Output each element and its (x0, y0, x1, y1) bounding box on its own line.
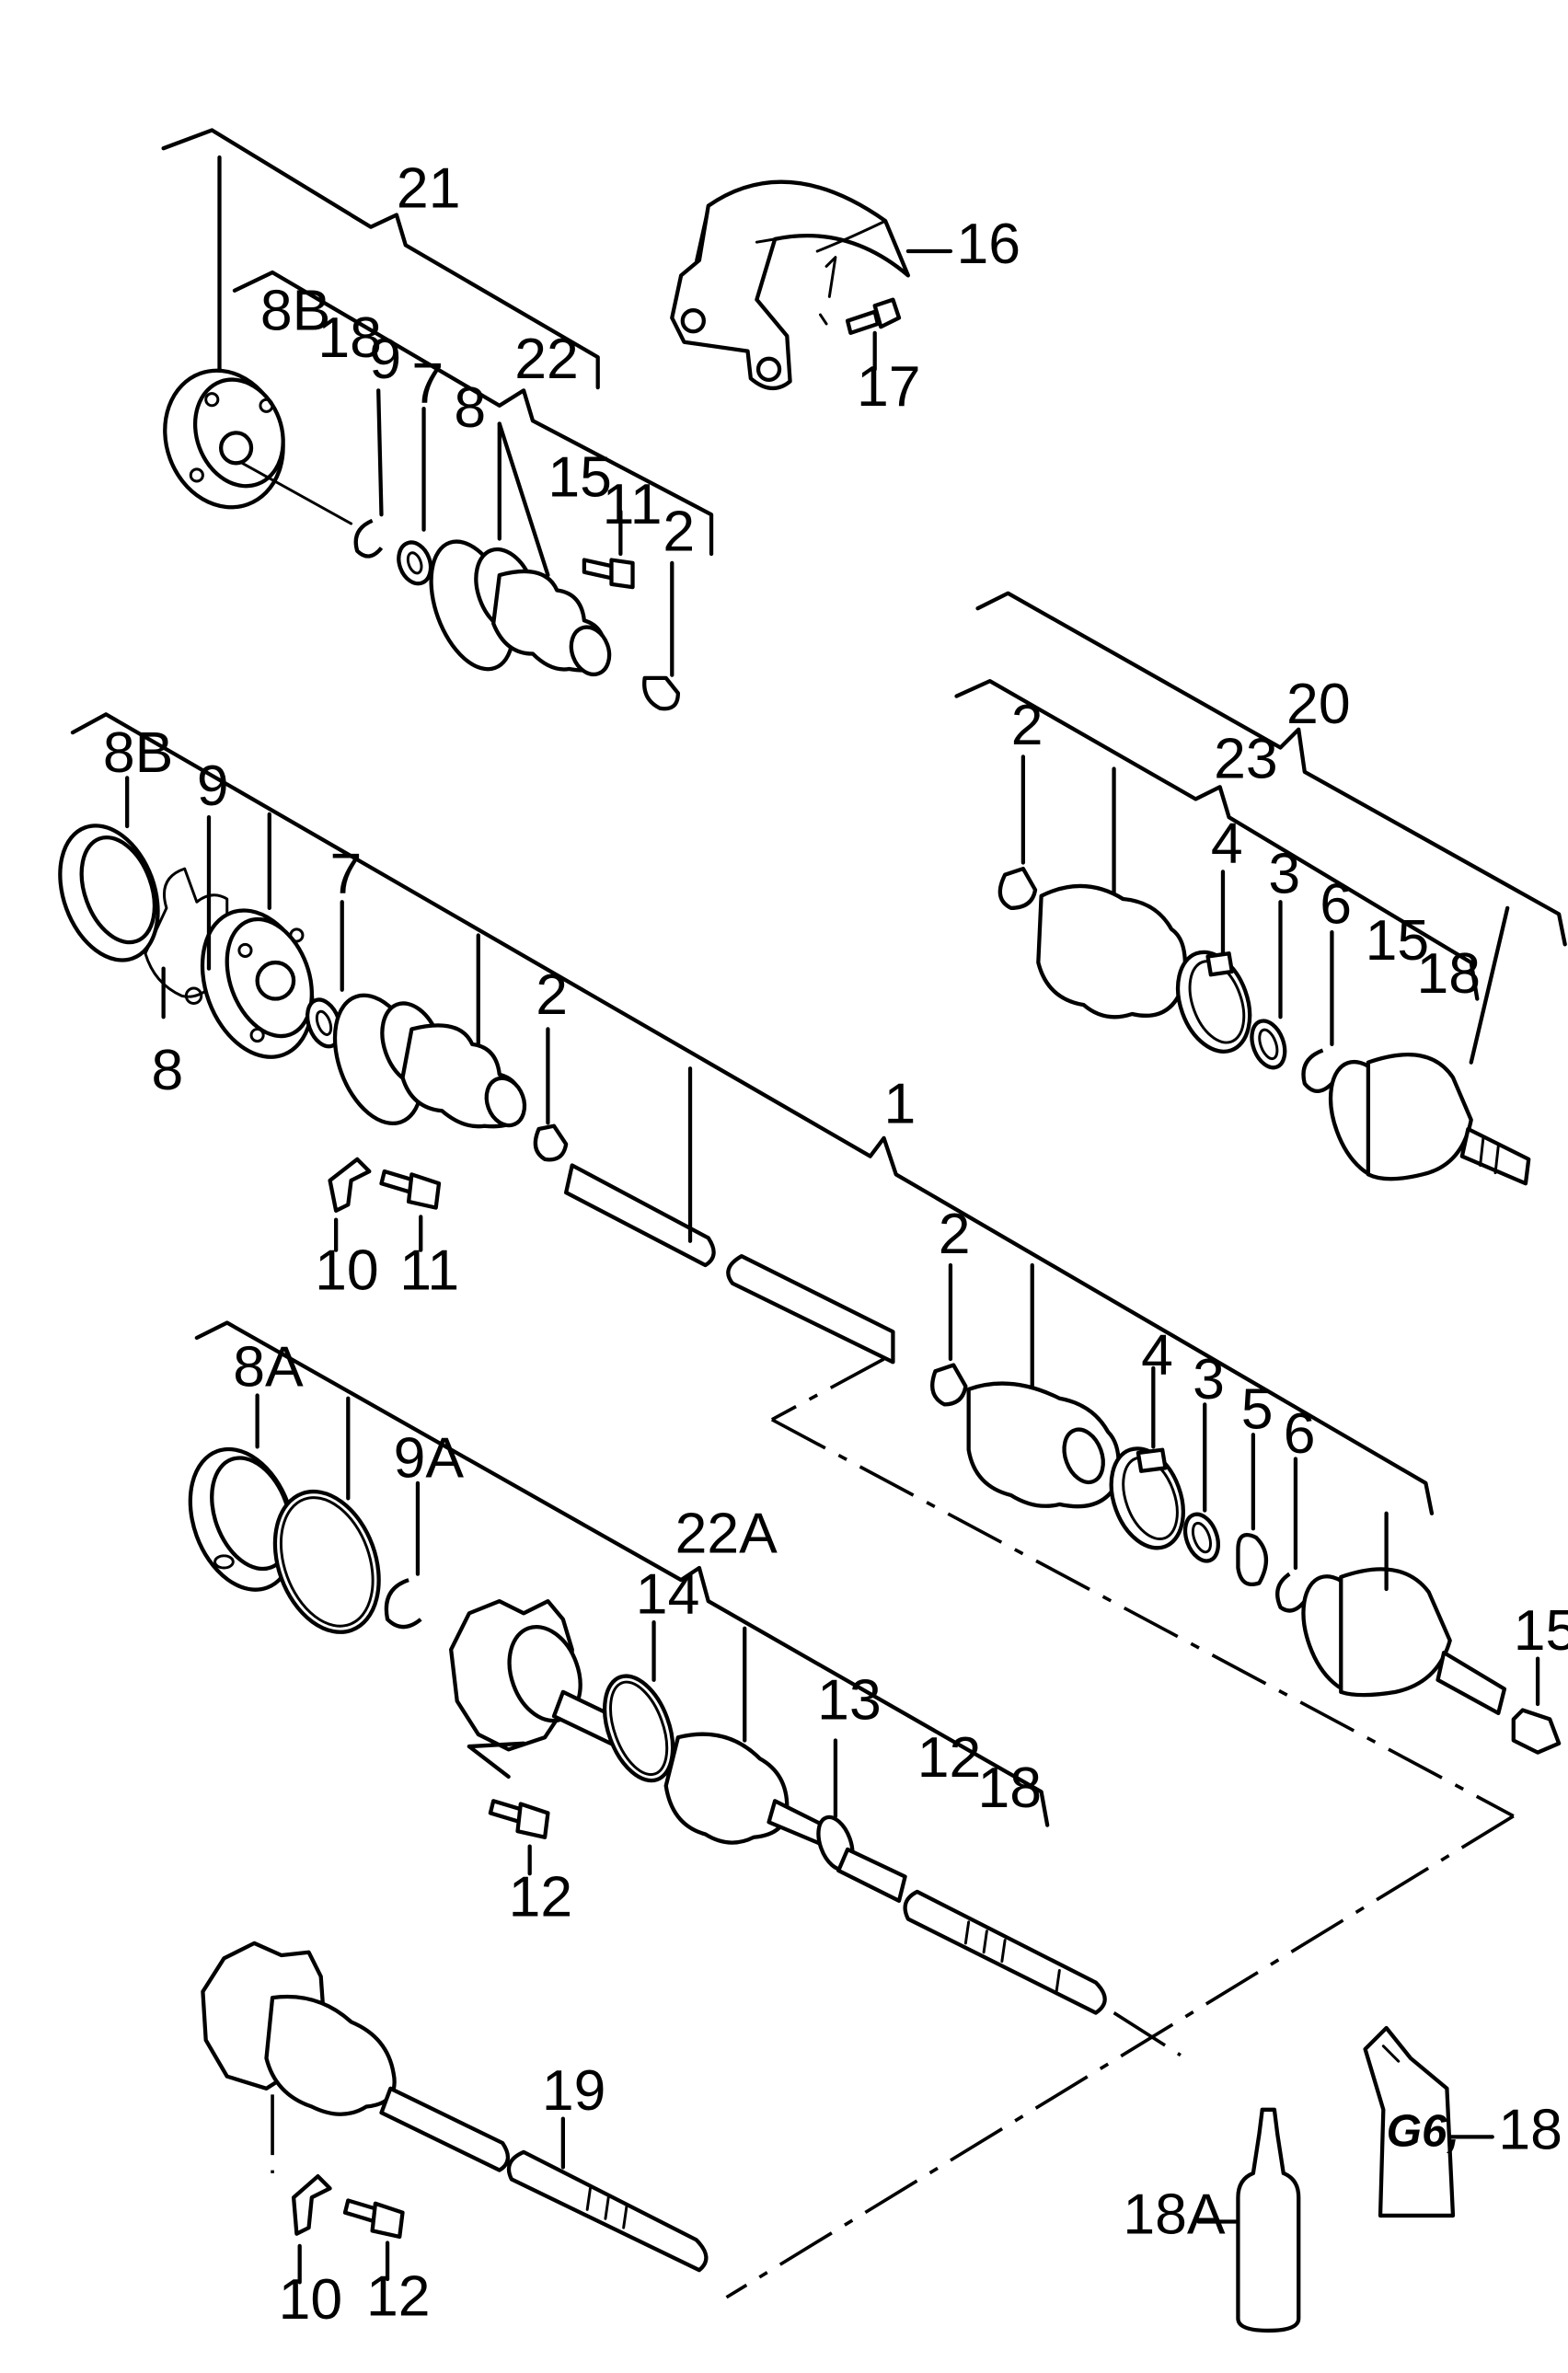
boot-part-23 (1036, 766, 1187, 1019)
group-bracket-21 (161, 128, 600, 390)
damper-part-13 (816, 1738, 907, 1903)
callout-1: 1 (884, 1071, 917, 1135)
boot-22a (663, 1626, 832, 1849)
callout-labels: 21 16 8B 18 9 22 7 17 8 15 11 2 20 2 8B … (103, 156, 1568, 2331)
callout-12-b: 12 (509, 1864, 573, 1929)
callout-10-bottom: 10 (279, 2267, 343, 2332)
outer-cv-joint-right (1328, 905, 1531, 1186)
inner-joint-bottom (201, 1941, 510, 2173)
outer-cv-joint-lower (1301, 1511, 1562, 1755)
callout-9-mid: 9 (197, 754, 229, 818)
bolt-part-11-mid (379, 1169, 442, 1252)
callout-20: 20 (1286, 672, 1351, 736)
callout-8b-top: 8B (260, 279, 330, 343)
callout-4-lower: 4 (1141, 1322, 1173, 1387)
seal-ring-part-8b (58, 776, 160, 962)
callout-17: 17 (857, 354, 921, 419)
tube-part-18 (1363, 2025, 1494, 2218)
callout-3-right: 3 (1268, 841, 1300, 905)
callout-9-top: 9 (369, 327, 401, 391)
group-bracket-22a (194, 1320, 1050, 1827)
clamp-part-4-lower (1109, 1365, 1185, 1550)
callout-10-mid: 10 (315, 1238, 379, 1302)
flange-part-21 (163, 368, 353, 525)
callout-18a-bottle: 18A (1123, 2183, 1226, 2247)
callout-21: 21 (397, 156, 461, 220)
callout-3-lower: 3 (1193, 1347, 1225, 1411)
group-bracket-23 (954, 679, 1480, 1001)
callout-6-lower: 6 (1284, 1401, 1316, 1466)
callout-8b-mid: 8B (103, 720, 173, 785)
washer-part-7-top (397, 406, 433, 586)
washer-part-3-right (1250, 900, 1287, 1070)
shaft-22a (903, 1889, 1107, 2015)
callout-11-mid: 11 (399, 1238, 459, 1302)
tube-label-text: G6, (1387, 2105, 1460, 2156)
bolt-part-12-a (488, 1799, 550, 1876)
circlip-part-9a (384, 1480, 422, 1630)
group-bracket-1 (70, 712, 1435, 1515)
clamp-part-2-mid (533, 1027, 569, 1162)
assembly-center-lines (725, 1357, 1515, 2299)
callout-7-top: 7 (411, 351, 444, 416)
callout-5-lower: 5 (1241, 1377, 1274, 1442)
shaft-part-19 (506, 2116, 709, 2273)
bracket-part-10-bottom (291, 2174, 332, 2285)
callout-9a: 9A (394, 1425, 465, 1490)
callout-8a: 8A (233, 1335, 304, 1400)
group-bracket-22 (232, 270, 714, 557)
callout-23: 23 (1214, 726, 1278, 790)
callout-4-right: 4 (1211, 812, 1243, 876)
callout-6-right: 6 (1320, 871, 1352, 936)
circlip-part-9-top (353, 388, 384, 559)
callout-18-top: 18 (317, 305, 382, 370)
heat-shield-part-16 (670, 179, 953, 391)
bolt-part-17 (845, 297, 902, 372)
clamp-part-4-right (1175, 870, 1252, 1054)
callout-2-lower: 2 (939, 1202, 971, 1266)
clamp-part-2-top (642, 560, 681, 711)
callout-12-bottom: 12 (366, 2264, 431, 2328)
callout-12-a: 12 (917, 1725, 982, 1790)
washer-part-3-lower (1182, 1402, 1220, 1563)
shaft-part-1 (564, 1066, 895, 1365)
callout-15-top: 15 (548, 444, 612, 509)
callout-18-a: 18 (978, 1756, 1043, 1820)
callout-22a: 22A (675, 1502, 778, 1566)
callout-18-right: 18 (1417, 941, 1482, 1006)
callout-11-top: 11 (603, 472, 663, 536)
circlip-part-6-right (1301, 930, 1334, 1093)
callout-18-tube: 18 (1498, 2098, 1562, 2162)
callout-2-mid: 2 (536, 962, 568, 1027)
callout-14: 14 (636, 1561, 700, 1626)
callout-2-right: 2 (1011, 693, 1043, 757)
flange-part-9-mid (184, 812, 315, 1059)
callout-7-mid: 7 (330, 841, 363, 905)
callout-22: 22 (514, 327, 579, 391)
cv-joint-with-boot-part-8-top (429, 421, 612, 677)
callout-8-mid: 8 (151, 1038, 183, 1102)
bolt-part-12-bottom (342, 2198, 405, 2282)
bottle-part-18a (1196, 2107, 1301, 2333)
callout-2-top: 2 (663, 500, 695, 564)
dish-part-5-lower (1236, 1433, 1268, 1587)
bolt-part-11-top (582, 509, 635, 590)
o-ring-8a (272, 1396, 381, 1634)
bracket-part-10-mid (328, 1157, 372, 1252)
callout-15-lower: 15 (1514, 1598, 1568, 1663)
callout-16: 16 (957, 212, 1021, 276)
callout-8-top: 8 (454, 375, 486, 440)
callout-15-right: 15 (1366, 908, 1430, 973)
washer-part-7-mid (305, 900, 344, 1049)
group-bracket-20 (975, 591, 1567, 947)
callout-13: 13 (817, 1667, 882, 1732)
callout-19: 19 (542, 2058, 606, 2123)
circlip-part-6-lower (1275, 1457, 1307, 1613)
boot-lower (966, 1262, 1121, 1509)
clamp-part-2-lower (930, 1262, 968, 1407)
ring-part-14 (603, 1620, 675, 1783)
clamp-part-2-right (997, 755, 1038, 911)
cv-joint-with-boot-mid (332, 933, 527, 1129)
